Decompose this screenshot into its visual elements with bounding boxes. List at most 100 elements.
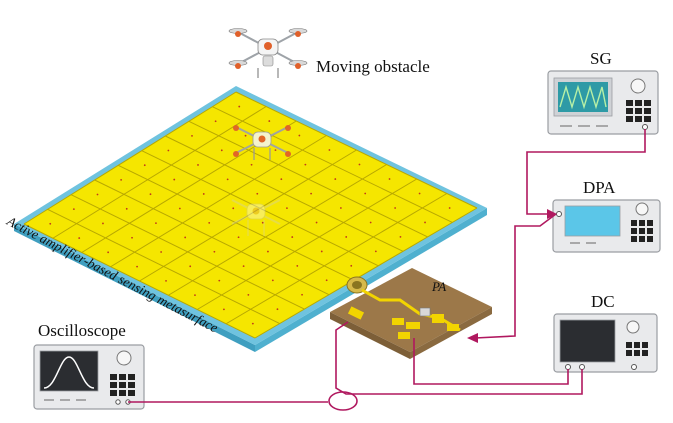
drone-top [228,28,308,78]
unit-cell-via [286,207,288,210]
unit-cell-via [191,134,193,137]
unit-cell-via [325,279,328,282]
unit-cell-via [165,279,167,282]
sg-label: SG [590,49,612,68]
moving-obstacle-label: Moving obstacle [316,57,430,76]
unit-cell-via [202,193,205,195]
unit-cell-via [49,222,52,225]
unit-cell-via [350,264,353,267]
unit-cell-via [149,193,152,196]
unit-cell-via [214,120,217,123]
unit-cell-via [424,221,426,224]
dc-instrument [553,313,658,373]
unit-cell-via [276,308,279,311]
dc-keypad [626,342,648,356]
current-probe [328,391,358,411]
drone-middle [233,125,291,160]
oscilloscope-instrument [33,344,145,410]
metasurface-substrate-side-right [255,208,487,352]
unit-cell-via [274,149,277,152]
unit-cell-via [304,163,307,166]
unit-cell-via [125,207,128,210]
unit-cell-via [197,164,199,166]
grid-line [196,178,418,310]
unit-cell-via [394,207,397,209]
oscilloscope-keypad [110,374,135,396]
unit-cell-via [280,178,283,181]
unit-cell-via [261,221,264,224]
unit-cell-via [237,236,240,239]
unit-cell-via [107,251,110,254]
dpa-label: DPA [583,178,616,197]
unit-cell-via [194,294,196,297]
unit-cell-via [358,163,361,166]
unit-cell-via [178,207,181,210]
sg-instrument [547,70,659,135]
cable-dpa-to-pa [474,213,557,339]
unit-cell-via [448,207,451,209]
unit-cell-via [268,120,271,122]
unit-cell-via [271,279,274,282]
unit-cell-via [364,192,367,195]
metasurface [14,86,487,352]
unit-cell-via [339,207,342,209]
oscilloscope-label: Oscilloscope [38,321,126,340]
unit-cell-via [334,178,337,180]
grid-line [52,106,267,239]
grid-line [254,207,478,339]
unit-cell-via [120,178,123,181]
unit-cell-via [315,221,318,224]
unit-cell-via [220,149,223,152]
drone-ghost [231,199,281,236]
grid-line [139,149,357,282]
pa-board [330,268,492,359]
unit-cell-via [213,250,216,253]
unit-cell-via [232,207,235,210]
unit-cell-via [301,293,303,296]
unit-cell-via [296,265,299,267]
dc-label: DC [591,292,615,311]
unit-cell-via [369,221,372,224]
unit-cell-via [78,237,81,239]
unit-cell-via [226,178,229,181]
unit-cell-via [136,265,138,268]
unit-cell-via [242,265,245,267]
unit-cell-via [251,322,254,325]
unit-cell-via [143,164,146,167]
unit-cell-via [374,250,377,253]
dpa-knob [635,202,649,216]
unit-cell-via [238,105,241,108]
unit-cell-via [184,236,187,239]
unit-cell-via [388,178,391,180]
unit-cell-via [256,192,259,195]
grid-line [23,91,237,225]
oscilloscope-knob [116,350,132,366]
unit-cell-via [320,250,323,253]
unit-cell-via [167,149,170,152]
unit-cell-via [328,149,331,151]
unit-cell-via [291,236,294,238]
unit-cell-via [310,192,313,195]
grid-line [110,135,327,268]
unit-cell-via [155,222,157,225]
pa-label: PA [431,279,446,294]
dc-knob [626,320,640,334]
unit-cell-via [96,193,99,196]
sg-keypad [626,100,651,122]
grid-line [225,193,448,325]
metasurface-substrate-side [14,224,255,352]
unit-cell-via [160,251,163,253]
dpa-instrument [552,199,661,253]
unit-cell-via [247,293,250,296]
unit-cell-via [223,308,225,311]
unit-cell-via [267,250,269,253]
unit-cell-via [298,134,301,137]
unit-cell-via [418,192,421,195]
unit-cell-via [208,221,211,224]
unit-cell-via [399,235,402,238]
grid-line [168,164,387,296]
cable-sg-to-dpa [526,129,646,215]
unit-cell-via [72,208,75,211]
unit-cell-via [244,134,247,137]
